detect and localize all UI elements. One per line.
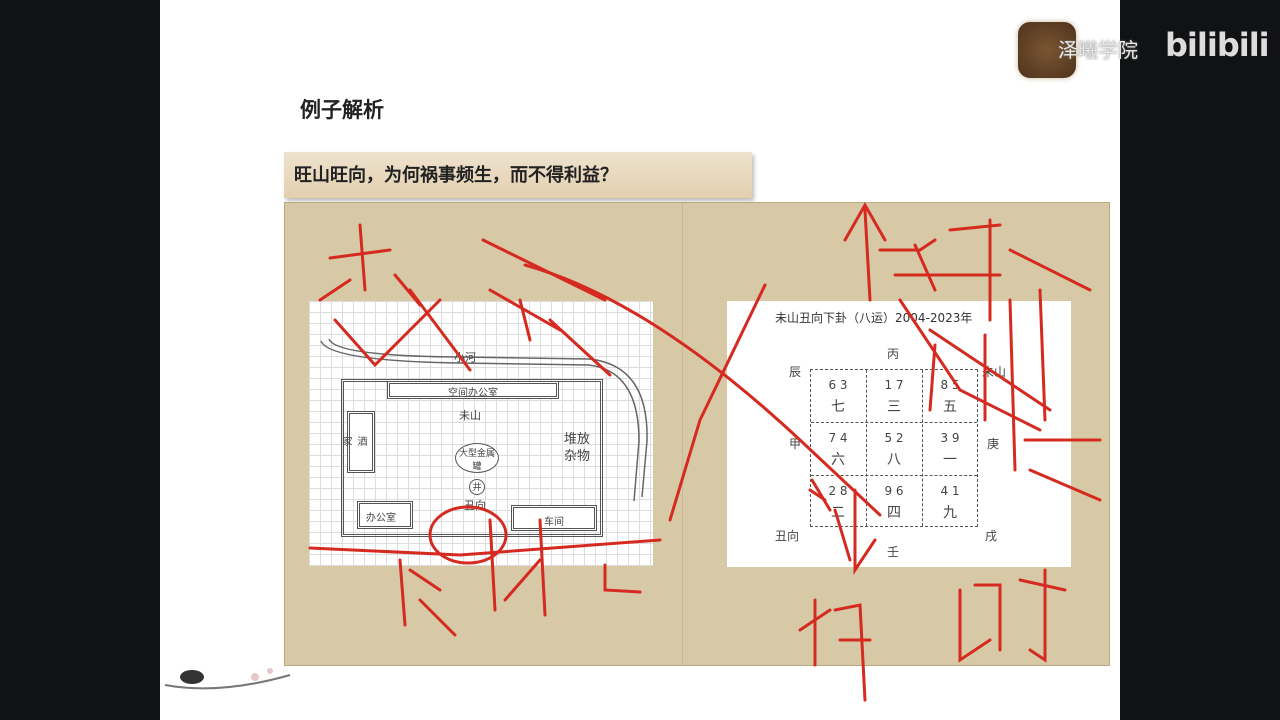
top-office-label: 空间办公室 — [448, 388, 498, 399]
dir-top-left: 辰 — [789, 365, 802, 379]
cell-star: 九 — [943, 505, 957, 521]
grid-cell: 9 6 四 — [867, 476, 921, 528]
cell-numbers: 5 2 — [884, 431, 904, 445]
workshop-room: 车间 — [511, 505, 597, 531]
floor-plan-image: 小河 空间办公室 未山 酒家 大型金属罐 井 丑向 办公室 车间 堆放杂物 — [309, 301, 653, 566]
nine-palace-grid: 6 3 七 1 7 三 8 5 五 7 4 六 5 2 八 3 9 一 2 8 二 9 6 四 4 1 九 — [810, 369, 978, 527]
grid-cell: 5 2 八 — [867, 423, 921, 475]
tank: 大型金属罐 — [455, 443, 499, 473]
cell-star: 二 — [831, 505, 845, 521]
grid-cell: 3 9 一 — [923, 423, 977, 475]
chart-title: 未山丑向下卦（八运）2004-2023年 — [775, 311, 973, 325]
cell-star: 三 — [887, 399, 901, 415]
dir-top: 丙 — [887, 347, 900, 361]
bar-room: 酒家 — [340, 411, 375, 473]
cell-numbers: 9 6 — [884, 484, 904, 498]
bilibili-logo: bilibili — [1165, 26, 1270, 64]
cell-star: 一 — [943, 452, 957, 468]
dir-right: 庚 — [987, 437, 1000, 451]
cell-numbers: 7 4 — [828, 431, 848, 445]
channel-watermark: 泽曦学院 — [1058, 38, 1138, 62]
channel-logo — [1018, 22, 1076, 78]
cell-numbers: 6 3 — [828, 378, 848, 392]
grid-cell: 2 8 二 — [811, 476, 865, 528]
cell-numbers: 8 5 — [940, 378, 960, 392]
dir-bottom: 壬 — [887, 545, 900, 559]
office-room: 办公室 — [357, 501, 413, 529]
grid-cell: 7 4 六 — [811, 423, 865, 475]
facing-label: 丑向 — [464, 499, 486, 512]
storage-label: 堆放杂物 — [564, 432, 591, 464]
cell-numbers: 2 8 — [828, 484, 848, 498]
bird-branch-decoration — [164, 668, 291, 690]
example-panel: 小河 空间办公室 未山 酒家 大型金属罐 井 丑向 办公室 车间 堆放杂物 未山… — [284, 202, 1110, 666]
dir-left: 甲 — [789, 437, 802, 451]
river-label: 小河 — [454, 351, 476, 364]
cell-star: 八 — [887, 452, 901, 468]
grid-cell: 1 7 三 — [867, 370, 921, 422]
cell-numbers: 3 9 — [940, 431, 960, 445]
grid-cell: 4 1 九 — [923, 476, 977, 528]
well: 井 — [469, 479, 485, 495]
slide-title: 例子解析 — [300, 98, 384, 122]
dir-bottom-left: 丑向 — [775, 529, 800, 543]
mountain-label: 未山 — [459, 409, 481, 422]
cell-star: 六 — [831, 452, 845, 468]
dir-top-right: 未山 — [982, 365, 1007, 379]
top-office: 空间办公室 — [387, 381, 559, 399]
office-label: 办公室 — [366, 513, 396, 524]
cell-star: 七 — [831, 399, 845, 415]
slide: 例子解析 旺山旺向，为何祸事频生，而不得利益？ 小河 空间办公室 未山 酒家 大… — [160, 0, 1120, 720]
cell-numbers: 1 7 — [884, 378, 904, 392]
bar-label: 酒家 — [340, 436, 366, 446]
grid-cell: 8 5 五 — [923, 370, 977, 422]
cell-numbers: 4 1 — [940, 484, 960, 498]
flying-star-chart: 未山丑向下卦（八运）2004-2023年 丙 辰 未山 甲 庚 丑向 戌 壬 6… — [727, 301, 1071, 567]
question-banner: 旺山旺向，为何祸事频生，而不得利益？ — [284, 152, 752, 198]
cell-star: 五 — [943, 399, 957, 415]
cell-star: 四 — [887, 505, 901, 521]
grid-cell: 6 3 七 — [811, 370, 865, 422]
workshop-label: 车间 — [544, 517, 564, 528]
dir-bottom-right: 戌 — [985, 529, 998, 543]
panel-divider — [682, 203, 683, 665]
